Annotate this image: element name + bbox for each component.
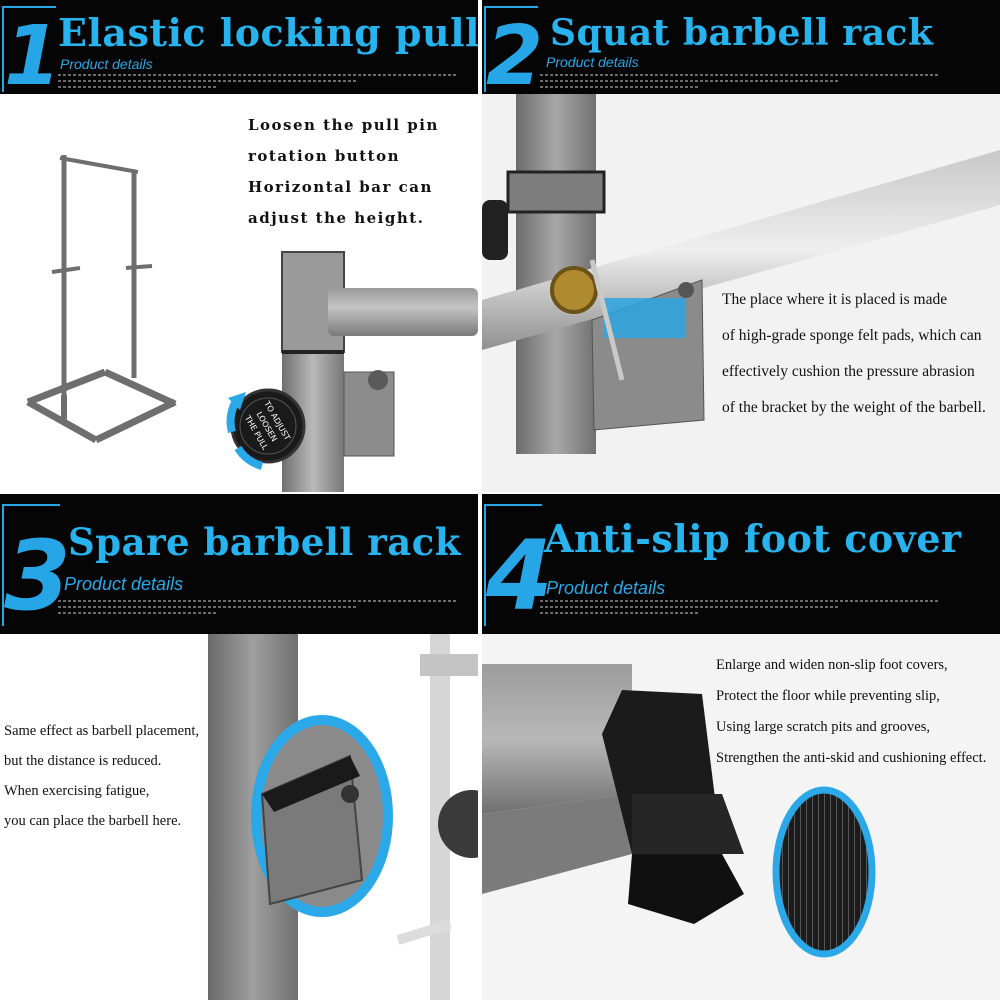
panel-anti-slip-foot-cover: 4 Anti-slip foot cover Product details E…	[482, 494, 1000, 1000]
panel-subtitle: Product details	[546, 578, 666, 598]
panel-header: 2 Squat barbell rack Product details	[482, 0, 1000, 94]
panel-header: 4 Anti-slip foot cover Product details	[482, 494, 1000, 634]
panel-subtitle: Product details	[64, 574, 184, 594]
foot-cover-illustration	[482, 634, 1000, 1000]
spare-rack-illustration	[208, 634, 478, 1000]
horizontal-bar	[328, 288, 478, 336]
panel-title: Spare barbell rack	[68, 520, 461, 564]
barbell-collar	[550, 266, 598, 314]
panel-caption: Loosen the pull pin rotation button Hori…	[248, 116, 439, 227]
panel-number: 2	[486, 9, 544, 95]
knob	[482, 200, 508, 260]
base-tube	[482, 664, 632, 814]
barbell-rack-illustration	[482, 94, 1000, 492]
panel-subtitle: Product details	[546, 54, 639, 70]
squat-rack-thumbnail	[26, 155, 177, 444]
panel-title: Squat barbell rack	[550, 12, 934, 54]
panel-header: 1 Elastic locking pull pin Product detai…	[0, 0, 478, 94]
fine-print-decoration	[540, 74, 940, 92]
panel-caption: Same effect as barbell placement, but th…	[4, 723, 199, 829]
panel-elastic-pull-pin: TO ADJUST LOOSEN THE PULL 1 Elastic lock…	[0, 0, 478, 492]
panel-header: 3 Spare barbell rack Product details	[0, 494, 478, 634]
fine-print-decoration	[58, 74, 458, 92]
panel-caption: The place where it is placed is made of …	[722, 291, 986, 416]
fine-print-decoration	[58, 600, 458, 618]
groove-detail-circle	[772, 786, 876, 958]
panel-title: Anti-slip foot cover	[544, 516, 962, 561]
panel-caption: Enlarge and widen non-slip foot covers, …	[716, 657, 987, 766]
pull-pin-illustration: TO ADJUST LOOSEN THE PULL	[26, 155, 478, 492]
fine-print-decoration	[540, 600, 940, 618]
panel-squat-barbell-rack: 2 Squat barbell rack Product details The…	[482, 0, 1000, 492]
panel-number: 4	[486, 520, 553, 632]
sponge-felt-pad	[604, 298, 686, 338]
panel-title: Elastic locking pull pin	[58, 10, 478, 55]
panel-subtitle: Product details	[60, 56, 153, 72]
panel-number: 3	[4, 520, 71, 632]
panel-spare-barbell-rack: 3 Spare barbell rack Product details Sam…	[0, 494, 478, 1000]
panel-number: 1	[4, 9, 62, 95]
